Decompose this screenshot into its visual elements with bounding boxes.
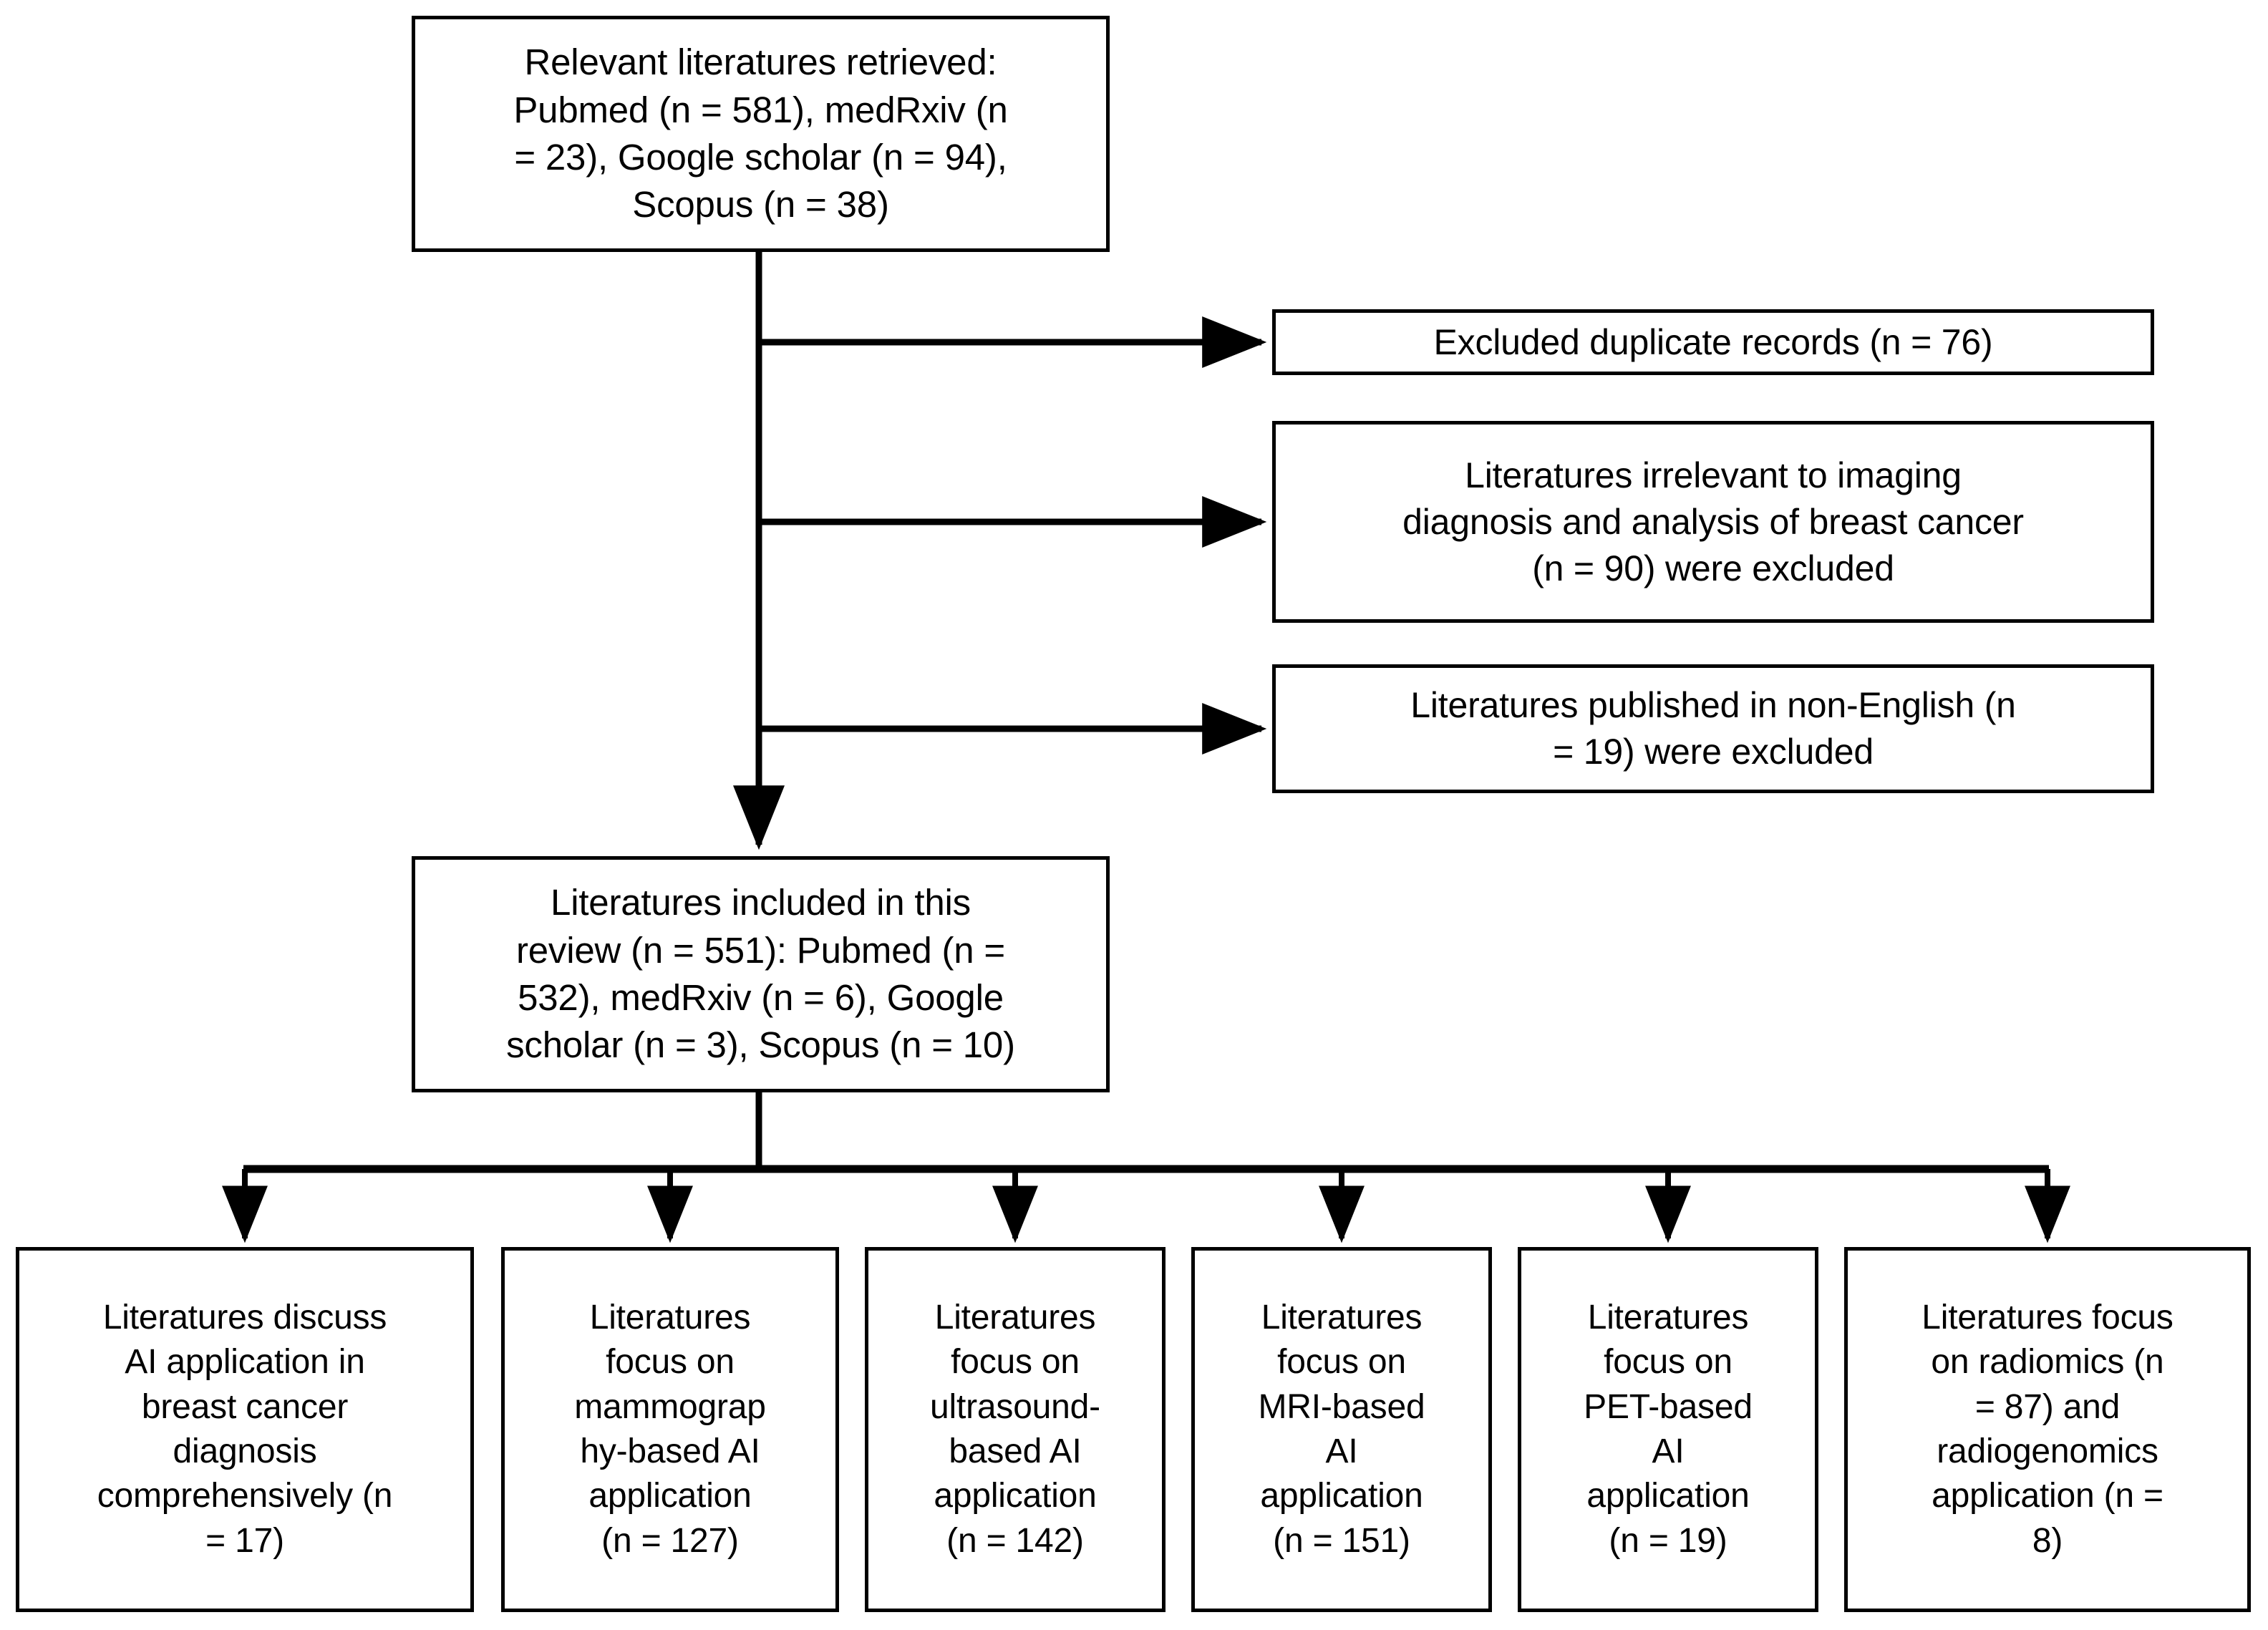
- node-category-mammography-based-ai: Literatures focus on mammograp hy-based …: [501, 1247, 839, 1612]
- node-literatures-included-in-review-label: Literatures included in this review (n =…: [506, 882, 1015, 1066]
- node-excluded-irrelevant-literatures: Literatures irrelevant to imaging diagno…: [1272, 421, 2154, 623]
- node-category-ultrasound-based-ai: Literatures focus on ultrasound- based A…: [865, 1247, 1166, 1612]
- node-excluded-duplicate-records: Excluded duplicate records (n = 76): [1272, 309, 2154, 375]
- node-category-mri-based-ai: Literatures focus on MRI-based AI applic…: [1191, 1247, 1492, 1612]
- node-category-mammography-based-ai-label: Literatures focus on mammograp hy-based …: [574, 1298, 766, 1560]
- node-category-radiomics-radiogenomics: Literatures focus on radiomics (n = 87) …: [1844, 1247, 2251, 1612]
- node-relevant-literatures-retrieved-label: Relevant literatures retrieved: Pubmed (…: [513, 42, 1008, 225]
- node-category-radiomics-radiogenomics-label: Literatures focus on radiomics (n = 87) …: [1922, 1298, 2174, 1560]
- node-category-pet-based-ai-label: Literatures focus on PET-based AI applic…: [1584, 1298, 1753, 1560]
- node-category-mri-based-ai-label: Literatures focus on MRI-based AI applic…: [1258, 1298, 1425, 1560]
- node-category-pet-based-ai: Literatures focus on PET-based AI applic…: [1518, 1247, 1818, 1612]
- node-relevant-literatures-retrieved: Relevant literatures retrieved: Pubmed (…: [412, 16, 1110, 252]
- node-category-comprehensive-ai-discussion: Literatures discuss AI application in br…: [16, 1247, 474, 1612]
- node-category-comprehensive-ai-discussion-label: Literatures discuss AI application in br…: [97, 1298, 393, 1560]
- node-excluded-irrelevant-literatures-label: Literatures irrelevant to imaging diagno…: [1402, 455, 2024, 588]
- node-excluded-non-english-literatures-label: Literatures published in non-English (n …: [1410, 685, 2016, 772]
- node-literatures-included-in-review: Literatures included in this review (n =…: [412, 856, 1110, 1092]
- node-excluded-duplicate-records-label: Excluded duplicate records (n = 76): [1433, 321, 1993, 362]
- node-category-ultrasound-based-ai-label: Literatures focus on ultrasound- based A…: [930, 1298, 1100, 1560]
- node-excluded-non-english-literatures: Literatures published in non-English (n …: [1272, 664, 2154, 793]
